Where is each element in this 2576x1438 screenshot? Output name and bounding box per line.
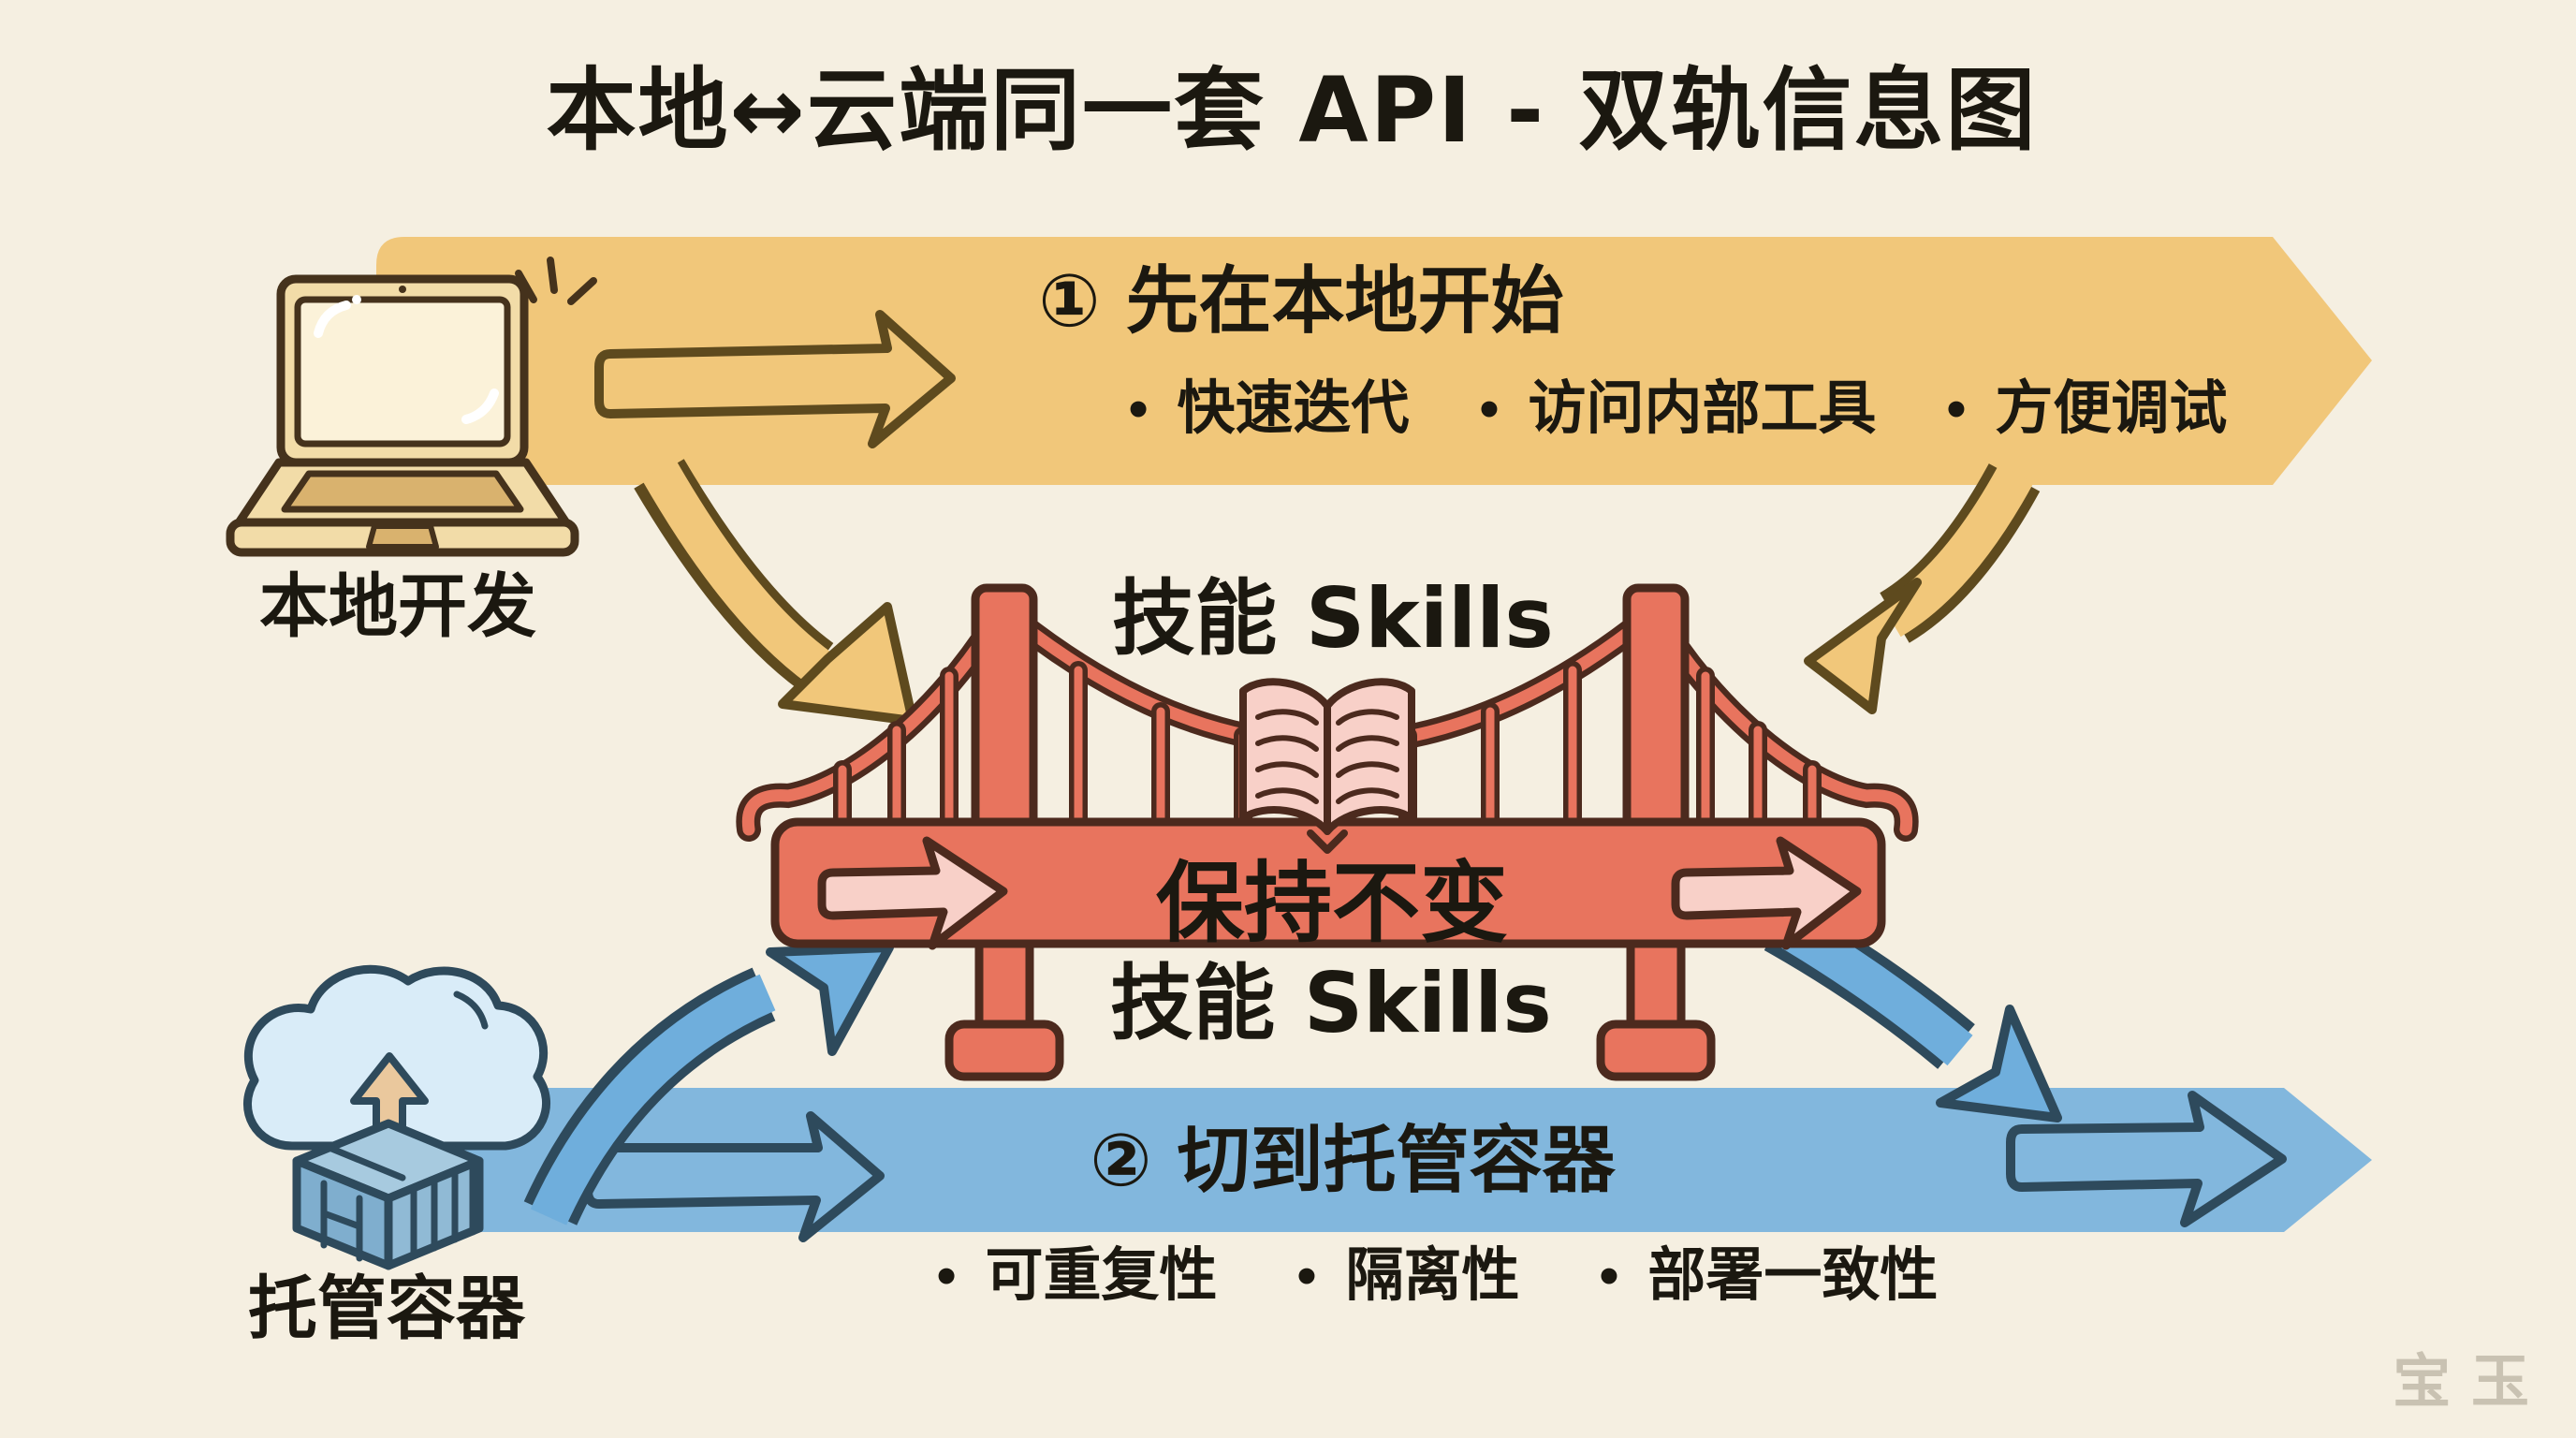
- bullet-icon: •: [931, 1251, 961, 1304]
- list-item: • 隔离性: [1293, 1246, 1520, 1304]
- local-track-banner: [376, 237, 2372, 485]
- bullet-label: 访问内部工具: [1528, 374, 1877, 442]
- list-item: • 部署一致性: [1594, 1246, 1938, 1304]
- yellow-curved-arrow-left: [634, 459, 917, 726]
- right-arrow-icon: [817, 836, 1008, 950]
- watermark: 宝玉: [2393, 1347, 2550, 1416]
- container-box-icon: [292, 1119, 484, 1270]
- list-item: • 访问内部工具: [1475, 379, 1877, 437]
- list-item: • 方便调试: [1941, 379, 2227, 437]
- bullet-label: 隔离性: [1345, 1240, 1520, 1309]
- cloud-step-heading: ② 切到托管容器: [1090, 1119, 1616, 1203]
- sparkle-icon: [515, 257, 597, 305]
- laptop-icon: [226, 257, 597, 557]
- skills-bottom-label: 技能 Skills: [1110, 955, 1552, 1051]
- local-step-heading: ① 先在本地开始: [1038, 259, 1564, 344]
- right-arrow-icon: [594, 310, 956, 448]
- bullet-icon: •: [1941, 384, 1971, 437]
- bullet-icon: •: [1292, 1251, 1322, 1304]
- cloud-upload-icon: [242, 964, 550, 1168]
- list-item: • 快速迭代: [1124, 379, 1410, 437]
- bullet-icon: •: [1594, 1251, 1624, 1304]
- local-dev-label: 本地开发: [259, 566, 536, 647]
- book-icon: [1239, 678, 1415, 854]
- bullet-label: 可重复性: [985, 1240, 1218, 1309]
- cloud-benefits-list: • 可重复性 • 隔离性 • 部署一致性: [932, 1246, 1939, 1304]
- blue-curved-arrow-left: [523, 943, 894, 1225]
- bridge-icon: [736, 583, 1919, 1081]
- bullet-label: 部署一致性: [1647, 1240, 1939, 1309]
- skills-top-label: 技能 Skills: [1112, 570, 1554, 667]
- unchanged-label: 保持不变: [1155, 853, 1509, 955]
- local-benefits-list: • 快速迭代 • 访问内部工具 • 方便调试: [1124, 379, 2228, 437]
- right-arrow-icon: [1671, 836, 1862, 950]
- bullet-label: 快速迭代: [1177, 374, 1410, 442]
- page-title: 本地↔云端同一套 API - 双轨信息图: [546, 58, 2038, 163]
- list-item: • 可重复性: [932, 1246, 1218, 1304]
- bullet-icon: •: [1474, 384, 1504, 437]
- bullet-icon: •: [1123, 384, 1153, 437]
- yellow-curved-arrow-right: [1804, 463, 2041, 714]
- managed-container-label: 托管容器: [248, 1269, 525, 1349]
- right-arrow-icon: [2006, 1091, 2287, 1227]
- bullet-label: 方便调试: [1995, 374, 2228, 442]
